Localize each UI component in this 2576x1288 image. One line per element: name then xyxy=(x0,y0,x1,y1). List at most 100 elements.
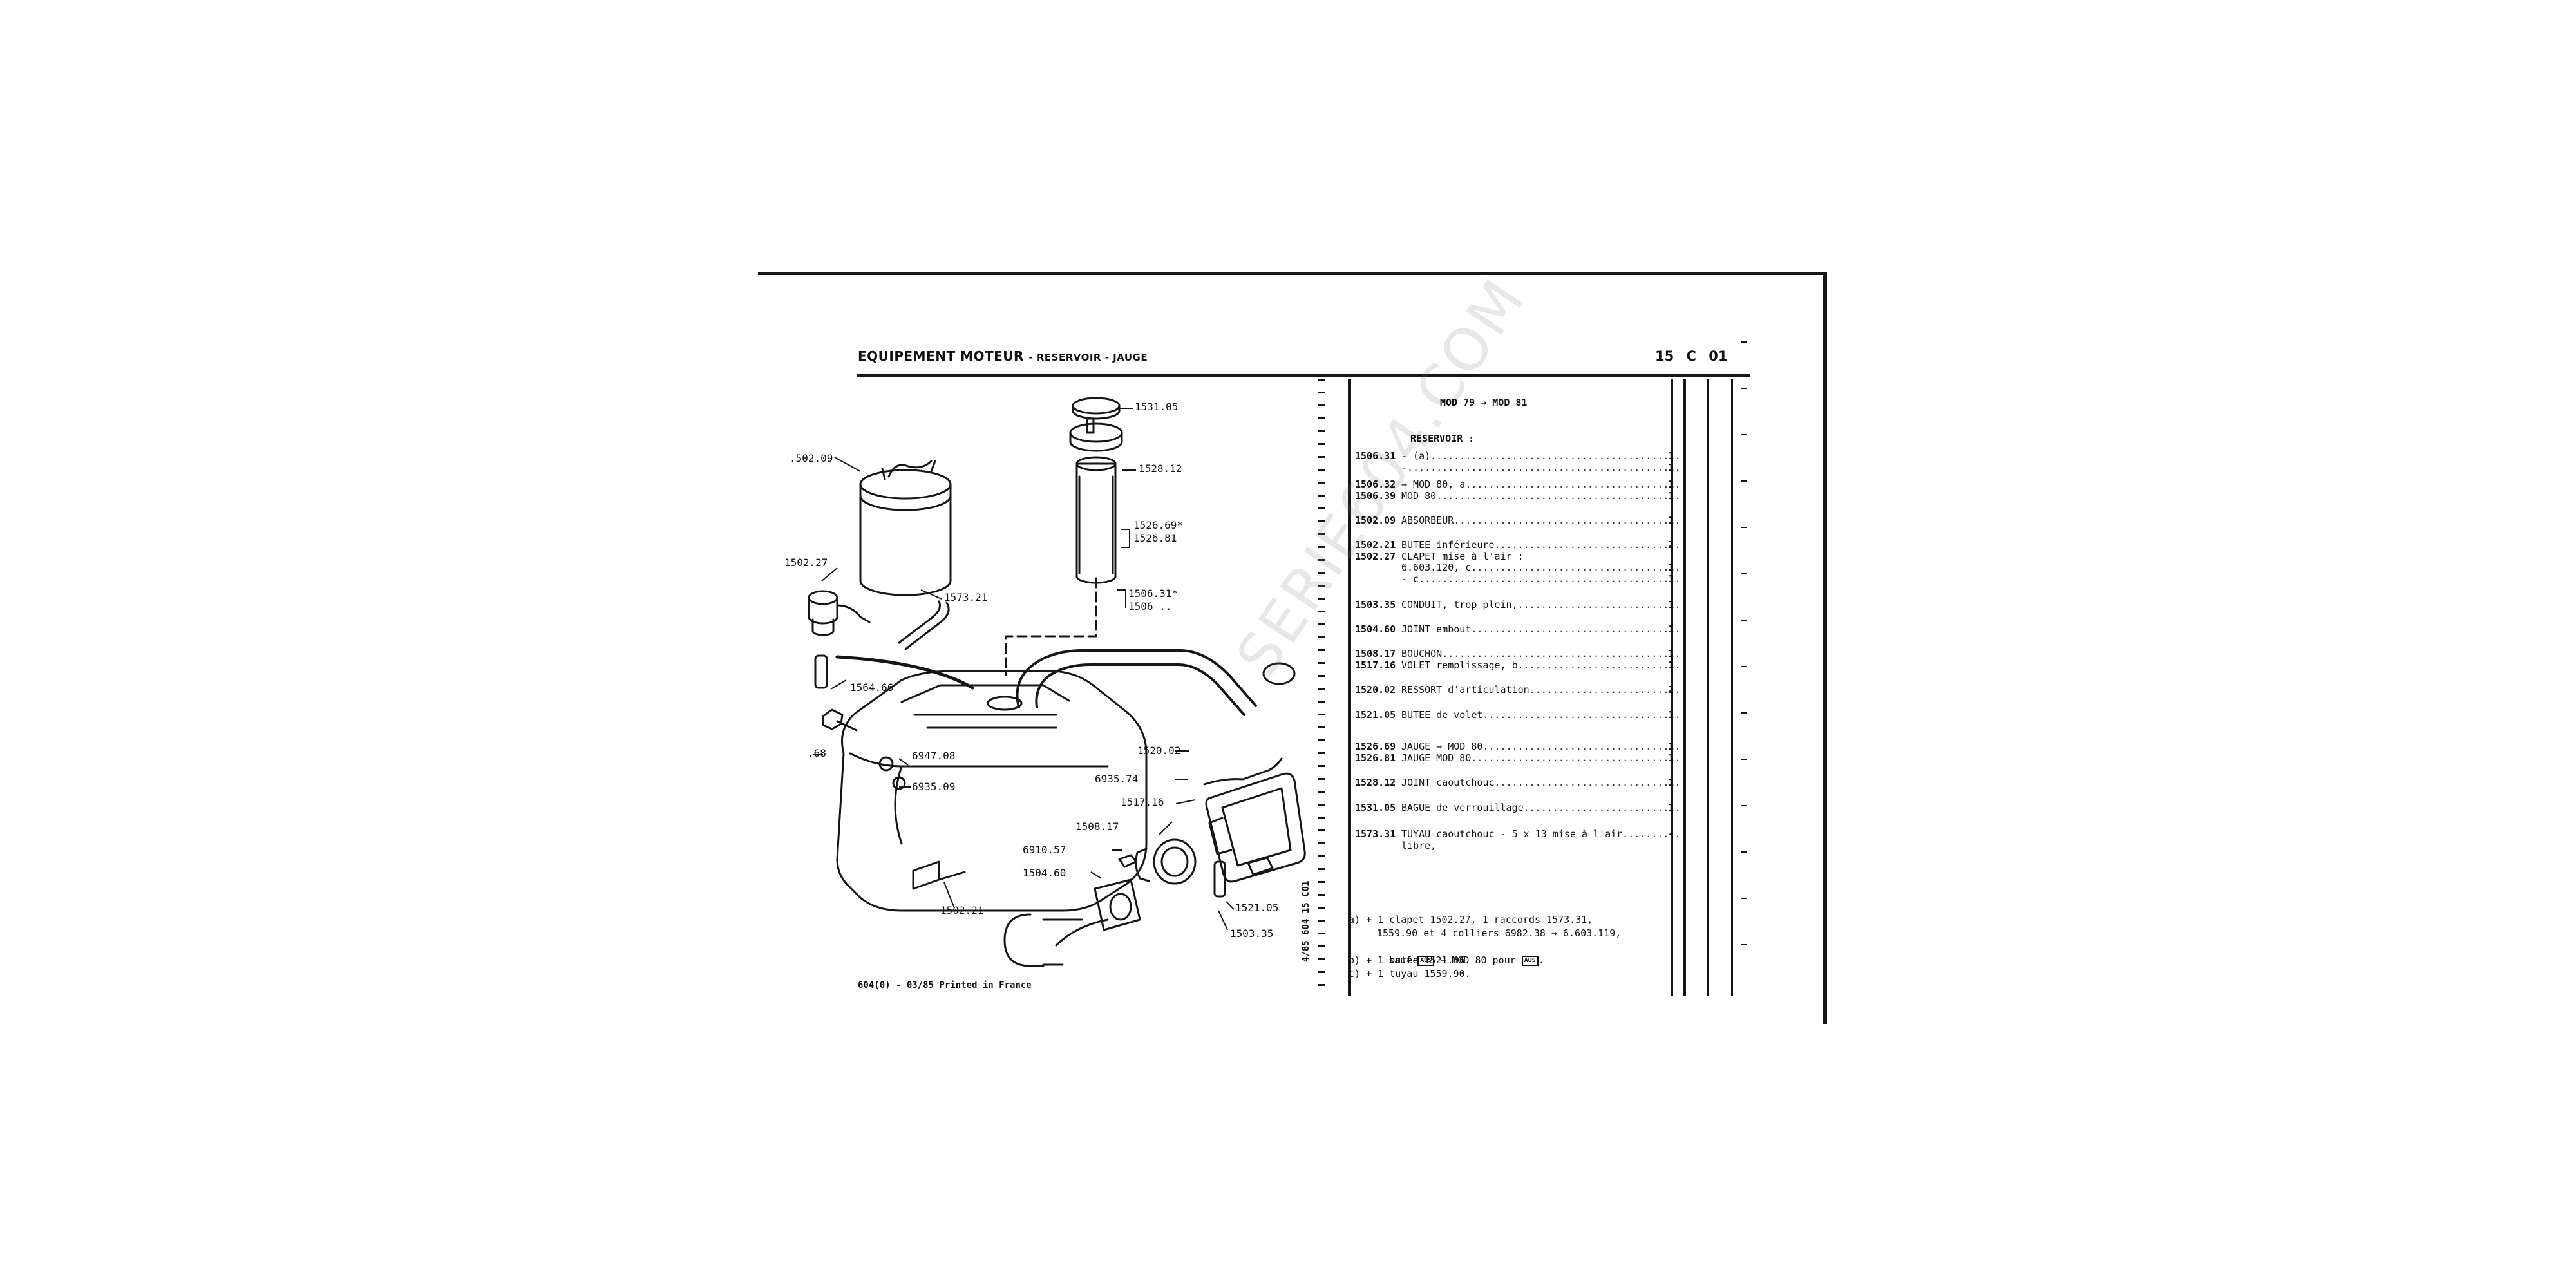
part-desc: - xyxy=(1401,462,1408,473)
part-ref: 1503.35 xyxy=(1355,599,1396,611)
gauge-tick xyxy=(1318,971,1325,973)
part-ref: 1531.05 xyxy=(1355,802,1396,813)
leader-dots: ............................ xyxy=(1517,599,1681,611)
footer-printed: 604(0) - 03/85 Printed in France xyxy=(858,980,1032,990)
part-ref: 1517.16 xyxy=(1355,659,1396,671)
part-ref: 1502.09 xyxy=(1355,515,1396,526)
column-divider xyxy=(1348,379,1351,996)
gauge-tick xyxy=(1318,804,1325,806)
leader-dots: .......................... xyxy=(1529,684,1681,696)
part-qty: 1 xyxy=(1668,562,1674,573)
gauge-tick xyxy=(1318,611,1325,612)
part-ref: 1528.12 xyxy=(1355,777,1396,788)
gauge-tick xyxy=(1318,533,1325,535)
leader-dots: ........................... xyxy=(1523,802,1681,813)
edge-mark xyxy=(1741,712,1747,714)
callout-1521-05: 1521.05 xyxy=(1235,902,1279,914)
callout-1526-69: 1526.69* xyxy=(1133,519,1184,531)
gauge-tick xyxy=(1318,868,1325,870)
gauge-tick xyxy=(1318,404,1325,406)
part-ref: 1526.69 xyxy=(1355,741,1396,752)
gauge-tick xyxy=(1318,675,1325,677)
parts-row: 1506.32→ MOD 80, a......................… xyxy=(1355,477,1716,491)
callout-1520-02: 1520.02 xyxy=(1137,744,1181,757)
column-divider xyxy=(1731,379,1733,996)
edge-mark xyxy=(1741,341,1747,343)
gauge-tick xyxy=(1318,379,1325,381)
part-desc: BUTEE de volet xyxy=(1401,709,1483,721)
part-qty: 1 xyxy=(1668,599,1674,611)
gauge-tick xyxy=(1318,649,1325,651)
gauge-tick xyxy=(1318,894,1325,896)
edge-mark xyxy=(1741,944,1747,945)
callout-1502-21: 1502.21 xyxy=(940,904,984,916)
gauge-tick xyxy=(1318,430,1325,432)
part-ref: 1506.31 xyxy=(1355,450,1396,462)
part-ref: 1506.39 xyxy=(1355,490,1396,502)
part-qty: 1 xyxy=(1668,752,1674,764)
gauge-tick xyxy=(1318,456,1325,458)
gauge-tick xyxy=(1318,469,1325,471)
gauge-tick xyxy=(1318,765,1325,767)
section-label: RESERVOIR : xyxy=(1410,433,1475,444)
part-qty: 2 xyxy=(1668,539,1674,551)
column-divider xyxy=(1671,379,1673,996)
gauge-tick xyxy=(1318,958,1325,960)
gauge-tick xyxy=(1318,572,1325,574)
callout-6935-74: 6935.74 xyxy=(1095,773,1139,785)
callout-6935-09: 6935.09 xyxy=(912,781,956,793)
part-qty: 1 xyxy=(1668,573,1674,585)
edge-mark xyxy=(1741,620,1747,621)
gauge-tick xyxy=(1318,623,1325,625)
header-rule xyxy=(857,374,1750,377)
callout-1517-16: 1517.16 xyxy=(1121,796,1164,808)
model-range: MOD 79 → MOD 81 xyxy=(1440,397,1528,408)
leader-dots: ........................................… xyxy=(1407,462,1681,473)
callout-1506-31: 1506.31* xyxy=(1128,587,1179,600)
gauge-tick xyxy=(1318,688,1325,690)
part-desc: JOINT caoutchouc xyxy=(1401,777,1495,788)
leader-dots: ........................................… xyxy=(1430,450,1681,462)
callout-6910-57: 6910.57 xyxy=(1023,844,1066,856)
edge-mark xyxy=(1741,434,1747,435)
gauge-tick xyxy=(1318,392,1325,393)
callout-1526-81: 1526.81 xyxy=(1133,532,1177,544)
page-title: EQUIPEMENT MOTEUR - RESERVOIR - JAUGE xyxy=(858,348,1148,364)
gauge-tick xyxy=(1318,791,1325,793)
side-reference-label: 4/85 604 15 C01 xyxy=(1301,880,1311,962)
part-desc: BOUCHON xyxy=(1401,648,1443,659)
part-desc: CONDUIT, trop plein, xyxy=(1401,599,1518,611)
part-desc: VOLET remplissage, b. xyxy=(1401,659,1524,671)
column-divider xyxy=(1707,379,1709,996)
part-ref: 1502.21 xyxy=(1355,539,1396,551)
parts-row: 1531.05 BAGUE de verrouillage............… xyxy=(1355,800,1716,815)
gauge-tick xyxy=(1318,855,1325,857)
leader-dots: .................................... xyxy=(1471,752,1681,764)
part-desc: MOD 80 xyxy=(1401,490,1437,502)
part-desc: BAGUE de verrouillage xyxy=(1401,802,1524,813)
margin-gauge xyxy=(1318,379,1333,996)
gauge-tick xyxy=(1318,752,1325,754)
part-ref: 1506.32 xyxy=(1355,478,1396,490)
parts-row: 1506.39 MOD 80...........................… xyxy=(1355,489,1716,503)
callout-1531-05: 1531.05 xyxy=(1135,401,1179,413)
edge-mark xyxy=(1741,851,1747,853)
gauge-tick xyxy=(1318,945,1325,947)
part-qty: 1 xyxy=(1668,623,1674,635)
part-qty: 1 xyxy=(1668,450,1674,462)
gauge-tick xyxy=(1318,559,1325,561)
leader-dots: ........................................… xyxy=(1436,490,1681,502)
part-ref: 1520.02 xyxy=(1355,684,1396,696)
callout-68: .68 xyxy=(808,747,826,759)
part-desc: ABSORBEUR xyxy=(1401,515,1454,526)
callout-1528-12: 1528.12 xyxy=(1139,462,1182,475)
edge-mark xyxy=(1741,805,1747,806)
edge-mark xyxy=(1741,480,1747,482)
